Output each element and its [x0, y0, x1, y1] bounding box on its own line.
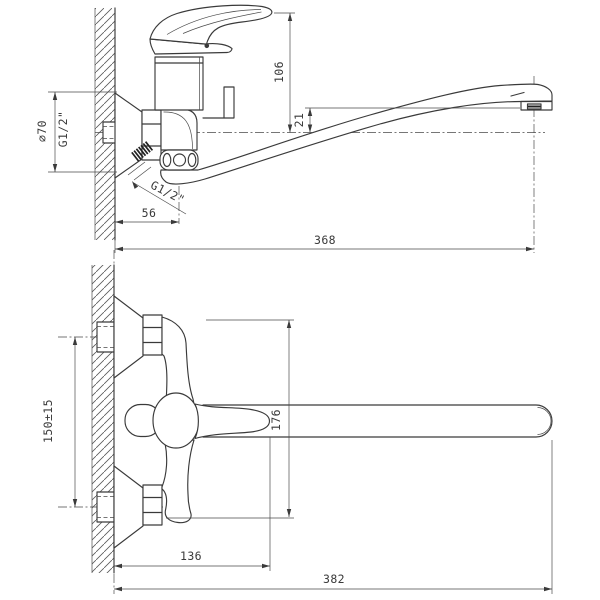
dim-overall-length: 382: [114, 440, 553, 594]
label-inlet-thread: G1/2": [56, 111, 70, 148]
swivel-nut-side: [159, 149, 199, 171]
label-wall-offset: 56: [142, 206, 157, 220]
label-spout-reach: 368: [314, 233, 336, 247]
handle-hub: [152, 392, 200, 449]
escutcheon-top: [113, 295, 144, 379]
shower-outlet-stub: [127, 141, 154, 181]
diverter-knob: [202, 86, 235, 119]
spout-side: [160, 83, 553, 185]
side-view: ⌀70 G1/2" 106 21 56 368: [35, 4, 553, 253]
handle-indicator-dot: [204, 43, 210, 49]
label-inlet-centers: 150±15: [41, 399, 55, 443]
escutcheon-side: [114, 92, 143, 179]
label-spout-rise: 21: [292, 113, 306, 128]
dim-handle-reach: 136: [114, 437, 271, 571]
cartridge-body-side: [154, 56, 204, 111]
escutcheon-bottom: [113, 465, 144, 549]
handle-front: [124, 392, 271, 449]
handle-lever: [194, 403, 271, 440]
valve-body-side: [160, 108, 198, 151]
label-handle-reach: 136: [180, 549, 202, 563]
dim-inlet-centers: 150±15: [41, 337, 78, 507]
hex-nut-bottom: [142, 484, 163, 526]
dim-flange-diameter: ⌀70 G1/2": [35, 91, 117, 173]
handle-side: [149, 4, 273, 55]
body-upper-leg: [161, 316, 195, 405]
hex-nut-side: [141, 109, 162, 161]
inlet-bottom: [96, 465, 163, 549]
front-view: 150±15 176 136 382: [41, 250, 553, 594]
wall-section-front: [91, 250, 115, 594]
dim-spout-reach: 368: [115, 233, 534, 252]
dim-wall-offset: 56: [115, 206, 179, 225]
spout-front: [202, 404, 553, 438]
hex-nut-top: [142, 314, 163, 356]
dim-handle-height: 106: [272, 12, 295, 133]
label-flange-diameter: ⌀70: [35, 120, 49, 142]
dim-spout-rise: 21: [292, 107, 520, 133]
label-handle-height: 106: [272, 61, 286, 83]
body-lower-leg: [161, 439, 195, 524]
label-body-height: 176: [269, 409, 283, 431]
label-overall-length: 382: [323, 572, 345, 586]
dim-body-height: 176: [166, 319, 294, 519]
